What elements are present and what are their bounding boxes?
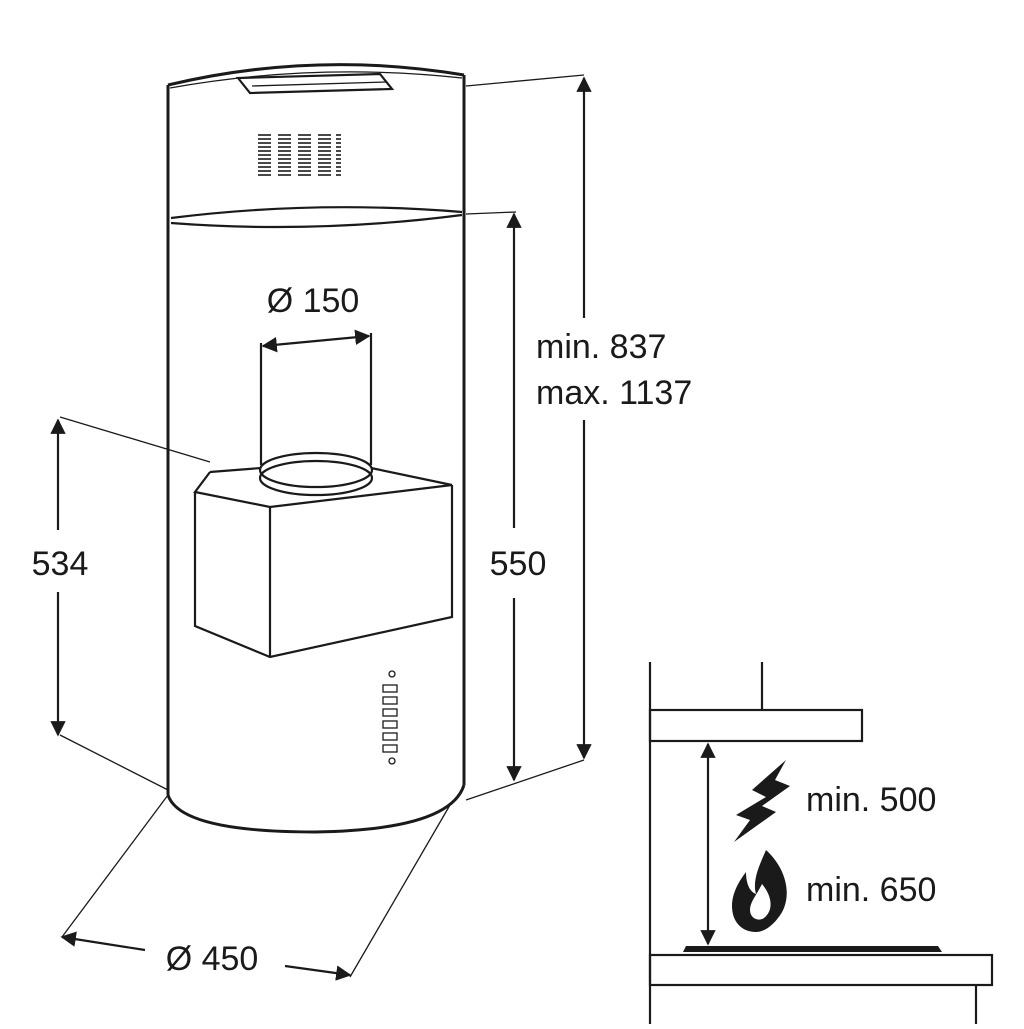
overall-height-extension-top [465, 74, 585, 87]
hood-top-panel-inner [251, 81, 387, 87]
box-height-extension-top [59, 416, 211, 463]
duct-diameter-arrow [261, 329, 371, 353]
chimney-min-height-label: min. 837 [536, 328, 666, 366]
lightning-bolt-icon [734, 760, 790, 842]
hood-diameter-arrow-left [60, 931, 146, 952]
hood-top-ellipse [167, 63, 465, 87]
clearance-diagram: min. 500 min. 650 [648, 662, 994, 1024]
hood-top-rim [169, 71, 463, 89]
flame-icon [732, 850, 787, 932]
hood-top-panel [235, 72, 395, 95]
dimension-lines: Ø 150 min. 837 max. 1137 550 534 Ø 450 [32, 74, 692, 981]
hood-diameter-label: Ø 450 [166, 940, 259, 978]
duct-diameter-label: Ø 150 [267, 282, 360, 320]
duct-pipe [258, 333, 374, 497]
vent-grille [258, 134, 341, 176]
body-height-label: 550 [490, 545, 547, 583]
body-height-extension-top [465, 211, 517, 215]
hood-diameter-extension-right [349, 804, 451, 978]
hood-band-top [170, 206, 463, 220]
cooker-hood-drawing [166, 63, 466, 834]
hood-slab [648, 708, 864, 743]
motor-box [193, 466, 454, 659]
gas-hob-clearance-label: min. 650 [806, 871, 936, 909]
hob-surface [683, 946, 942, 952]
worktop [648, 953, 994, 987]
hood-diameter-arrow-right [284, 964, 352, 981]
hood-diameter-extension-left [61, 794, 169, 938]
box-height-extension-bottom [59, 734, 169, 791]
hood-bottom-ellipse [166, 784, 466, 834]
control-panel-leds [382, 670, 398, 765]
hood-band-bottom [170, 213, 463, 229]
chimney-max-height-label: max. 1137 [536, 374, 692, 412]
box-height-label: 534 [32, 545, 89, 583]
electric-hob-clearance-label: min. 500 [806, 781, 936, 819]
overall-height-extension-bottom [465, 759, 585, 801]
